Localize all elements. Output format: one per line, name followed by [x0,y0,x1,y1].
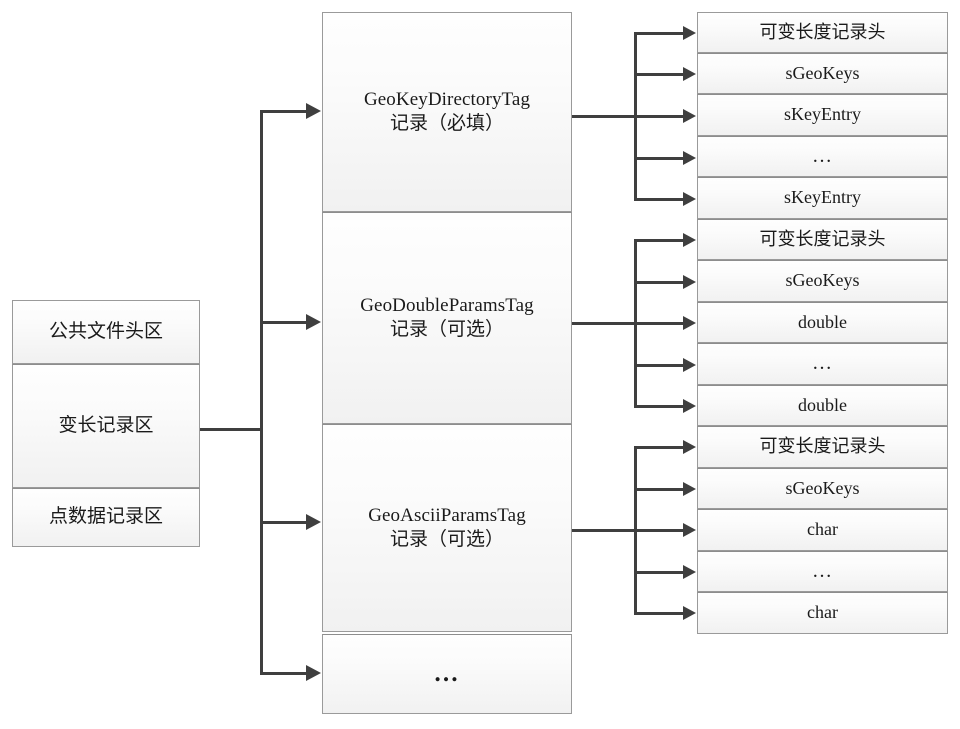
right-row-label: double [798,394,847,415]
right-row-g2-r5: double [697,385,948,426]
left-segment-label: 变长记录区 [58,414,154,436]
arrow-g3-row-2 [683,482,696,496]
right-row-label: sGeoKeys [785,477,860,498]
right-row-g2-r3: double [697,302,948,343]
left-segment-public-header: 公共文件头区 [12,300,200,364]
right-row-g3-r3: char [697,509,948,551]
middle-segment-geodoubleparamstag: GeoDoubleParamsTag 记录（可选） [322,212,572,424]
right-row-g1-r2: sGeoKeys [697,53,948,94]
right-row-label: char [807,602,838,623]
connector-g2-stem [572,322,637,325]
right-row-label: sGeoKeys [785,270,860,291]
middle-segment-geokeydirectorytag: GeoKeyDirectoryTag 记录（必填） [322,12,572,212]
right-row-g1-r5: sKeyEntry [697,177,948,219]
right-row-label: … [812,352,833,375]
arrow-to-geodoubleparamstag [306,314,321,330]
connector-g1-stem [572,115,637,118]
connector-g1-branch-2 [634,73,685,76]
arrow-g2-row-5 [683,399,696,413]
arrow-g1-row-4 [683,151,696,165]
connector-left-branch-1 [260,110,308,113]
connector-g3-stem [572,529,637,532]
middle-segment-label: GeoAsciiParamsTag 记录（可选） [368,504,526,550]
arrow-g1-row-3 [683,109,696,123]
right-row-label: char [807,519,838,540]
right-row-label: … [812,144,833,167]
middle-segment-label: GeoKeyDirectoryTag 记录（必填） [363,88,531,134]
right-row-label: double [798,311,847,332]
connector-g3-branch-5 [634,612,685,615]
arrow-to-more-records [306,665,321,681]
right-row-label: sKeyEntry [784,104,861,125]
left-segment-label: 点数据记录区 [48,506,163,528]
arrow-g3-row-1 [683,440,696,454]
arrow-to-geoasciiparamstag [306,514,321,530]
arrow-g2-row-1 [683,233,696,247]
connector-g1-branch-3 [634,115,685,118]
right-row-g1-r4: … [697,136,948,177]
connector-g3-branch-2 [634,488,685,491]
connector-g3-branch-3 [634,529,685,532]
middle-segment-geoasciiparamstag: GeoAsciiParamsTag 记录（可选） [322,424,572,632]
arrow-g1-row-2 [683,67,696,81]
connector-left-trunk [260,110,263,675]
right-row-g2-r4: … [697,343,948,385]
left-segment-variable-records: 变长记录区 [12,364,200,488]
connector-g1-branch-5 [634,198,685,201]
right-row-label: sKeyEntry [784,187,861,208]
middle-segment-more: … [322,634,572,714]
arrow-g2-row-3 [683,316,696,330]
arrow-g3-row-3 [683,523,696,537]
right-row-g1-r3: sKeyEntry [697,94,948,136]
arrow-to-geokeydirectorytag [306,103,321,119]
arrow-g3-row-5 [683,606,696,620]
middle-segment-ellipsis: … [433,660,461,687]
right-row-label: 可变长度记录头 [759,228,886,249]
right-row-label: … [812,559,833,582]
arrow-g2-row-4 [683,358,696,372]
connector-left-stem [200,428,263,431]
connector-g3-branch-1 [634,446,685,449]
connector-left-branch-3 [260,521,308,524]
connector-g2-branch-3 [634,322,685,325]
connector-g2-branch-4 [634,364,685,367]
right-row-g3-r1: 可变长度记录头 [697,426,948,468]
connector-left-branch-2 [260,321,308,324]
connector-g3-branch-4 [634,571,685,574]
right-row-g2-r1: 可变长度记录头 [697,219,948,260]
left-segment-point-data: 点数据记录区 [12,488,200,547]
connector-g2-branch-2 [634,281,685,284]
arrow-g3-row-4 [683,565,696,579]
arrow-g1-row-1 [683,26,696,40]
right-row-label: sGeoKeys [785,62,860,83]
right-row-g3-r2: sGeoKeys [697,468,948,509]
connector-left-branch-4 [260,672,308,675]
arrow-g1-row-5 [683,192,696,206]
arrow-g2-row-2 [683,275,696,289]
right-row-label: 可变长度记录头 [759,21,886,42]
middle-segment-label: GeoDoubleParamsTag 记录（可选） [360,294,534,340]
connector-g1-branch-4 [634,157,685,160]
right-row-label: 可变长度记录头 [759,436,886,457]
right-row-g2-r2: sGeoKeys [697,260,948,302]
connector-g2-branch-5 [634,405,685,408]
left-segment-label: 公共文件头区 [48,320,163,342]
right-row-g3-r4: … [697,551,948,592]
connector-g2-branch-1 [634,239,685,242]
right-row-g1-r1: 可变长度记录头 [697,12,948,53]
connector-g1-branch-1 [634,32,685,35]
right-row-g3-r5: char [697,592,948,634]
